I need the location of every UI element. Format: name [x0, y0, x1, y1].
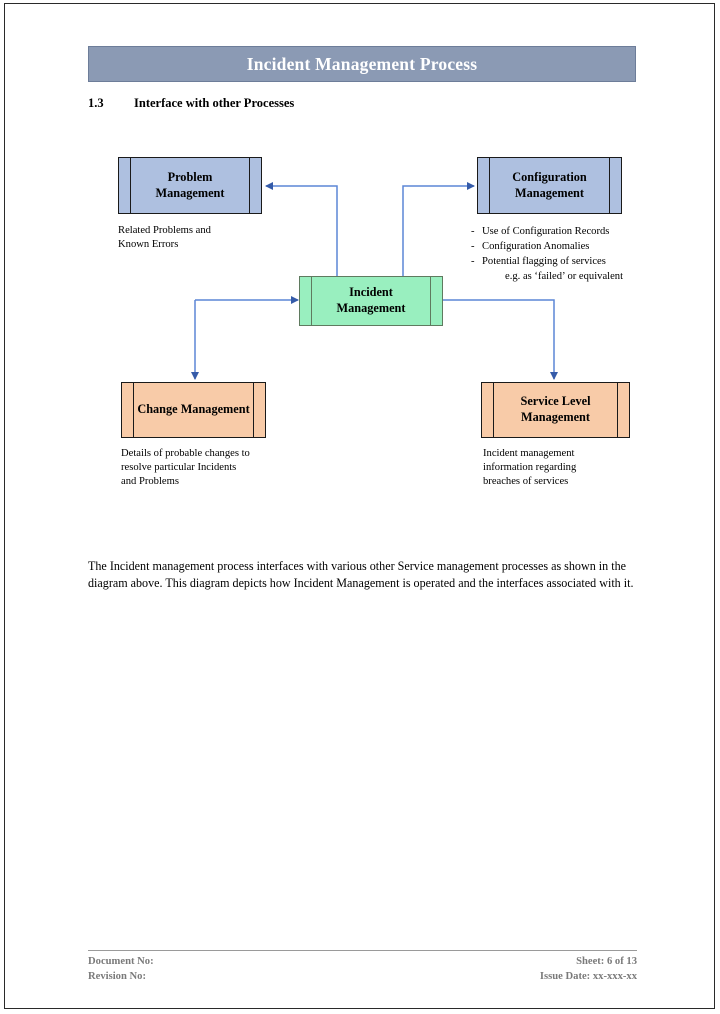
box-divider-left	[311, 277, 312, 325]
process-box-label: Problem Management	[155, 169, 225, 200]
process-box-label: Service Level Management	[520, 394, 591, 424]
connector-incident-to-service-level	[443, 299, 558, 380]
box-divider-right	[609, 158, 610, 213]
box-divider-right	[253, 383, 254, 437]
box-divider-left	[493, 383, 494, 437]
process-box-configuration-management[interactable]: Configuration Management	[477, 157, 622, 214]
section-number: 1.3	[88, 96, 104, 110]
box-divider-left	[489, 158, 490, 213]
caption-service-level-management: Incident management information regardin…	[483, 448, 577, 487]
connector-incident-to-problem	[265, 182, 338, 276]
section-heading: 1.3 Interface with other Processes	[88, 96, 636, 111]
bullet-sub-text: e.g. as ‘failed’ or equivalent	[505, 271, 624, 283]
bullet-text: Potential flagging of services	[482, 256, 606, 268]
process-box-label: Configuration Management	[512, 169, 587, 200]
caption-change-management: Details of probable changes to resolve p…	[121, 448, 250, 487]
process-box-service-level-management[interactable]: Service Level Management	[481, 382, 630, 438]
section-heading-text: Interface with other Processes	[134, 96, 295, 110]
process-box-label: Change Management	[137, 402, 250, 417]
bullet-dash: -	[471, 226, 475, 237]
footer-sheet-number: Sheet: 6 of 13	[576, 956, 637, 967]
footer-right-column: Sheet: 6 of 13 Issue Date: xx-xxx-xx	[540, 955, 637, 984]
box-divider-right	[430, 277, 431, 325]
page-title: Incident Management Process	[246, 53, 478, 74]
caption-problem-management: Related Problems and Known Errors	[118, 225, 211, 250]
bullet-item: - Potential flagging of services	[471, 254, 661, 269]
process-box-problem-management[interactable]: Problem Management	[118, 157, 262, 214]
bullet-text: Configuration Anomalies	[482, 241, 590, 253]
footer-issue-date: Issue Date: xx-xxx-xx	[539, 970, 637, 982]
bullet-dash: -	[471, 256, 475, 268]
box-divider-right	[249, 158, 250, 213]
page-footer: Document No: Revision No: Sheet: 6 of 13…	[88, 950, 637, 984]
box-divider-right	[617, 383, 618, 437]
connector-incident-to-configuration	[402, 182, 475, 276]
bullet-dash: -	[471, 241, 475, 253]
footer-revision-no: Revision No:	[88, 970, 146, 982]
process-box-incident-management[interactable]: Incident Management	[299, 276, 443, 326]
process-box-label: Incident Management	[336, 285, 406, 315]
process-box-change-management[interactable]: Change Management	[121, 382, 266, 438]
bullet-item: - Configuration Anomalies	[471, 239, 661, 254]
document-title-banner: Incident Management Process	[88, 46, 636, 82]
bullet-text: Use of Configuration Records	[482, 226, 610, 237]
bullet-list-configuration-management: - Use of Configuration Records - Configu…	[471, 224, 661, 284]
footer-left-column: Document No: Revision No:	[88, 955, 154, 984]
footer-document-no: Document No:	[88, 956, 154, 967]
bullet-item: - Use of Configuration Records	[471, 224, 661, 239]
box-divider-left	[133, 383, 134, 437]
box-divider-left	[130, 158, 131, 213]
body-paragraph: The Incident management process interfac…	[88, 559, 634, 590]
